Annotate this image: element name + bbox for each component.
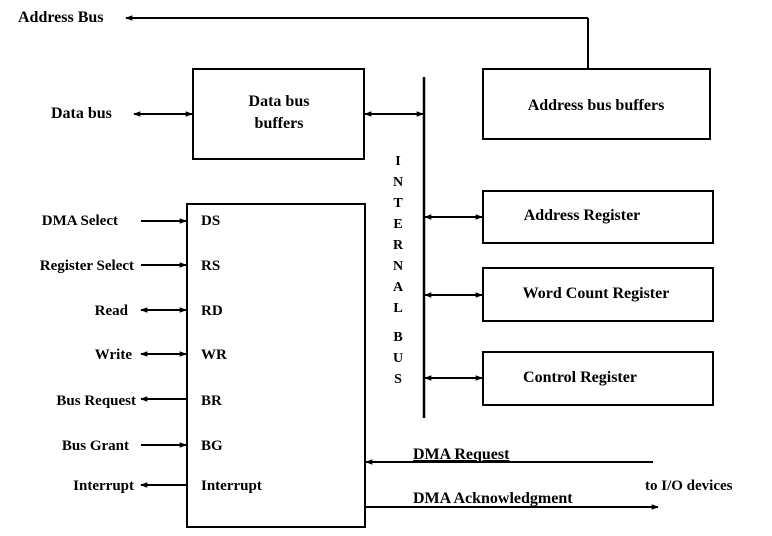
pin-label: Interrupt: [201, 478, 262, 494]
control-logic-block: [186, 203, 366, 528]
address-bus-buffers-block: [482, 68, 711, 140]
signal-name: Write: [95, 347, 133, 363]
internal-bus-letter: S: [394, 372, 402, 387]
pin-label: RD: [201, 303, 223, 319]
internal-bus-letter: E: [393, 217, 402, 232]
internal-bus-letter: N: [393, 175, 403, 190]
signal-bus-request: Bus Request BR: [56, 393, 222, 409]
pin-label: RS: [201, 258, 220, 274]
pin-label: BG: [201, 438, 223, 454]
internal-bus-letter: B: [393, 330, 402, 345]
pin-label: DS: [201, 213, 220, 229]
signal-register-select: Register Select RS: [40, 258, 220, 274]
signal-name: Bus Request: [56, 393, 136, 409]
internal-bus-letter: I: [395, 154, 400, 169]
internal-bus-letter: T: [393, 196, 403, 211]
data-bus-buffers-line1: Data bus: [249, 93, 310, 110]
word-count-register-label: Word Count Register: [523, 285, 670, 302]
signal-name: Interrupt: [73, 478, 134, 494]
address-bus-label: Address Bus: [18, 9, 104, 26]
signal-name: Register Select: [40, 258, 134, 274]
control-register-block: [482, 351, 714, 406]
data-bus-buffers-block: [192, 68, 365, 160]
internal-bus-label: I N T E R N A L B U S: [393, 154, 404, 387]
data-bus-buffers-line2: buffers: [255, 115, 304, 132]
address-register-block: [482, 190, 714, 244]
dma-acknowledgment-label: DMA Acknowledgment: [413, 490, 573, 507]
control-register-label: Control Register: [523, 369, 637, 386]
signal-name: Bus Grant: [62, 438, 129, 454]
signal-name: DMA Select: [42, 213, 118, 229]
to-io-devices-label: to I/O devices: [645, 478, 733, 494]
signal-write: Write WR: [95, 347, 227, 363]
internal-bus-letter: U: [393, 351, 403, 366]
signal-dma-select: DMA Select DS: [42, 213, 220, 229]
internal-bus-letter: R: [393, 238, 404, 253]
signal-bus-grant: Bus Grant BG: [62, 438, 223, 454]
word-count-register-block: [482, 267, 714, 322]
internal-bus-letter: A: [393, 280, 404, 295]
address-bus-buffers-label: Address bus buffers: [528, 97, 665, 114]
internal-bus-letter: L: [393, 301, 402, 316]
internal-bus-letter: N: [393, 259, 403, 274]
signal-read: Read RD: [95, 303, 223, 319]
signal-name: Read: [95, 303, 129, 319]
data-bus-label: Data bus: [51, 105, 112, 122]
pin-label: BR: [201, 393, 222, 409]
dma-request-label: DMA Request: [413, 446, 510, 463]
pin-label: WR: [201, 347, 227, 363]
signal-interrupt: Interrupt Interrupt: [73, 478, 262, 494]
address-register-label: Address Register: [524, 207, 641, 224]
